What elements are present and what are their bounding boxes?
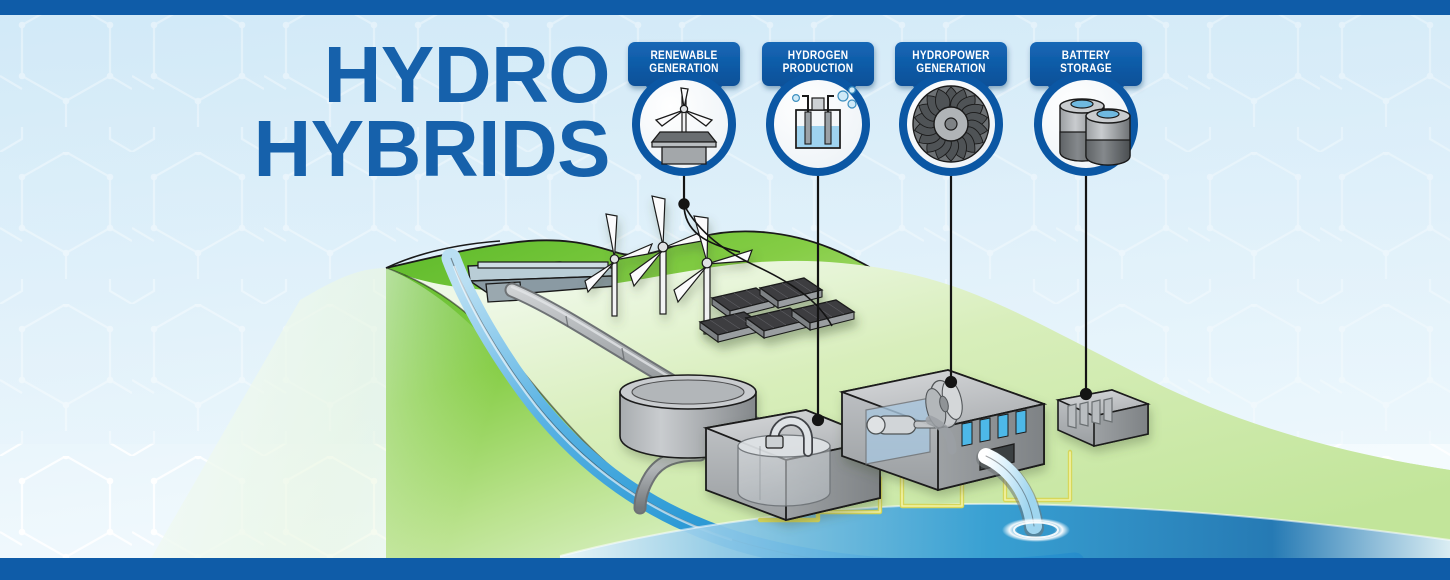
battery-container <box>1055 389 1151 447</box>
title-line-2: HYBRIDS <box>253 104 610 194</box>
electrolyzer-beaker-icon <box>791 86 857 149</box>
wind-turbine <box>673 215 753 335</box>
page-title: HYDRO HYBRIDS <box>120 30 611 194</box>
badge-icon-battery-storage[interactable] <box>1034 72 1138 176</box>
wind-turbines <box>584 195 753 335</box>
badge-icon-hydropower-generation[interactable] <box>899 72 1003 176</box>
turbine-runner-icon <box>912 85 990 163</box>
water-outflow <box>976 448 1070 542</box>
wind-turbine <box>629 195 708 315</box>
powerhouse-windows <box>961 409 1027 447</box>
battery-racks <box>1067 397 1113 429</box>
battery-cells-icon <box>1059 98 1131 166</box>
renewable-leader-arc <box>683 204 833 327</box>
top-bar <box>0 0 1450 15</box>
badge-icon-renewable-generation[interactable] <box>632 72 736 176</box>
solar-panel <box>758 277 824 310</box>
wind-turbine <box>584 213 654 317</box>
badge-icon-hydrogen-production[interactable] <box>766 72 870 176</box>
wind-turbine-solar-icon <box>650 87 718 165</box>
bottom-bar <box>0 558 1450 580</box>
title-line-1: HYDRO <box>323 30 611 119</box>
